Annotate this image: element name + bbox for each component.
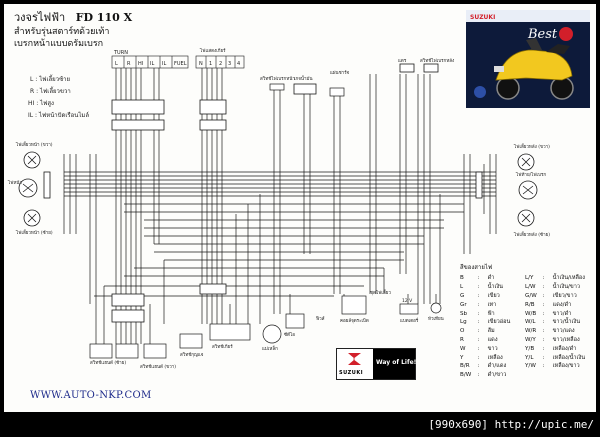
battery-label: แบตเตอรี่ [400,317,419,324]
rear-turn-right-label: ไฟเลี้ยวหลัง (ขวา) [513,143,550,150]
legend-row: L : ไฟเลี้ยวซ้าย [30,76,71,83]
title-line-2: สำหรับรุ่นสตาร์ทด้วยเท้า [14,27,110,37]
gear-col-label: 4 [237,61,240,67]
photo-product: Best [527,27,558,42]
brand-slogan: Way of Life! [376,359,417,366]
switch-turn-label: TURN [113,50,128,56]
switch-col-label: IL [150,61,154,67]
wire-color-row: Gr:เทา R/B:แดง/ดำ [460,301,572,308]
title-model: FD 110 X [75,11,133,24]
wire-color-row: Lg:เขียวอ่อน W/L:ขาว/น้ำเงิน [460,319,581,326]
wiring-schematic: TURN L R HI IL IL FUEL ไฟแสดงเกียร์ N 1 … [7,47,550,370]
wire-color-title: สีของสายไฟ [460,264,493,271]
wire-color-row: R:แดง W/Y:ขาว/เหลือง [460,336,580,343]
headlight-label: ไฟหน้า [7,180,22,186]
front-turn-left-label: ไฟเลี้ยวหน้า (ซ้าย) [15,229,53,236]
handle-switch-left-label: สวิทช์แฮนด์ (ซ้าย) [90,359,126,366]
gear-switch-label: สวิทช์เกียร์ [212,343,233,350]
image-host-text[interactable]: [990x690] http://upic.me/ [428,418,594,431]
rear-lights [517,153,538,227]
gear-col-label: 2 [219,61,222,67]
regulator-block [329,87,345,97]
image-host-footer: [990x690] http://upic.me/ [0,412,600,437]
photo-brand: SUZUKI [470,14,495,21]
flasher-label: ชุดไฟเลี้ยว [370,289,391,296]
wire-color-row: B:ดำ L/Y:น้ำเงิน/เหลือง [460,275,586,282]
front-lights [18,151,41,227]
connector-blocks [43,63,483,323]
voltage-label: 12 V [402,298,413,304]
front-turn-right-label: ไฟเลี้ยวหน้า (ขวา) [15,141,53,148]
horn-label: แตร [398,58,407,64]
switch-col-label: HI [138,61,143,67]
handle-switch-right-label: สวิทช์แฮนด์ (ขวา) [140,363,176,370]
cdi-label: ซีดีไอ [284,332,295,338]
wire-color-table: สีของสายไฟ B:ดำ L/Y:น้ำเงิน/เหลือง L:น้ำ… [460,262,592,380]
scooter-image: SUZUKI Best [466,10,590,108]
wire-color-row: O:ส้ม W/R:ขาว/แดง [460,328,575,335]
suzuki-s-icon: SUZUKI [337,349,373,379]
magneto-label: แม่เหล็ก [262,344,278,352]
front-brake-switch [269,83,285,91]
ignition-switch-label: สวิทช์กุญแจ [180,351,204,358]
slogan-panel: Way of Life! [373,349,417,379]
website-link[interactable]: WWW.AUTO-NKP.COM [30,390,152,401]
legend-row: R : ไฟเลี้ยวขวา [30,88,71,95]
page-title: วงจรไฟฟ้า FD 110 X [14,8,132,26]
switch-col-label: FUEL [174,61,187,67]
title-thai: วงจรไฟฟ้า [14,11,66,24]
wire-color-row: W:ขาว Y/B:เหลือง/ดำ [460,345,577,352]
wire-color-row: Y:เหลือง Y/L:เหลือง/น้ำเงิน [460,354,586,361]
gear-indicator-header: ไฟแสดงเกียร์ [199,47,226,54]
rear-brake-switch-label: สวิทช์ไฟเบรกหลัง [420,57,454,64]
title-line-3: เบรกหน้าแบบดรัมเบรก [14,39,104,49]
suzuki-logo: SUZUKI Way of Life! [336,348,416,380]
tail-light-label: ไฟท้าย/ไฟเบรก [515,172,546,178]
fuse-label: ฟิวส์ [316,315,325,322]
switch-col-label: L [115,61,118,67]
wire-color-row: B/W:ดำ/ขาว [460,372,507,379]
brand-name: SUZUKI [339,370,364,376]
fuel-gauge-label: เกจน้ำมัน [294,75,313,82]
wire-color-row: Sb:ฟ้า W/B:ขาว/ดำ [460,310,572,317]
spark-plug-label: หัวเทียน [428,316,444,322]
ignition-coil-label: คอยล์จุดระเบิด [340,317,369,324]
gear-col-label: N [199,61,203,67]
wire-color-row: B/R:ดำ/แดง Y/W:เหลือง/ขาว [460,363,580,370]
rear-turn-left-label: ไฟเลี้ยวหลัง (ซ้าย) [513,231,550,238]
wire-color-row: L:น้ำเงิน L/W:น้ำเงิน/ขาว [460,284,581,291]
front-brake-switch-label: สวิทช์ไฟเบรกหน้า [260,75,295,82]
wiring-diagram-sheet: วงจรไฟฟ้า FD 110 X สำหรับรุ่นสตาร์ทด้วยเ… [4,4,596,412]
legend-row: HI : ไฟสูง [28,100,54,107]
switch-col-label: R [127,61,131,67]
bottom-components [89,295,442,359]
handle-switch-table [111,55,245,69]
wire-color-row: G:เขียว G/W:เขียว/ขาว [460,292,577,299]
legend-row: IL : ไฟหน้าปัดเรือนไมล์ [28,112,89,119]
gear-col-label: 1 [209,61,212,67]
product-photo: SUZUKI Best [466,10,590,108]
regulator-label: แผ่นชาร์จ [330,69,350,76]
switch-col-label: IL [162,61,166,67]
gear-col-label: 3 [228,61,231,67]
